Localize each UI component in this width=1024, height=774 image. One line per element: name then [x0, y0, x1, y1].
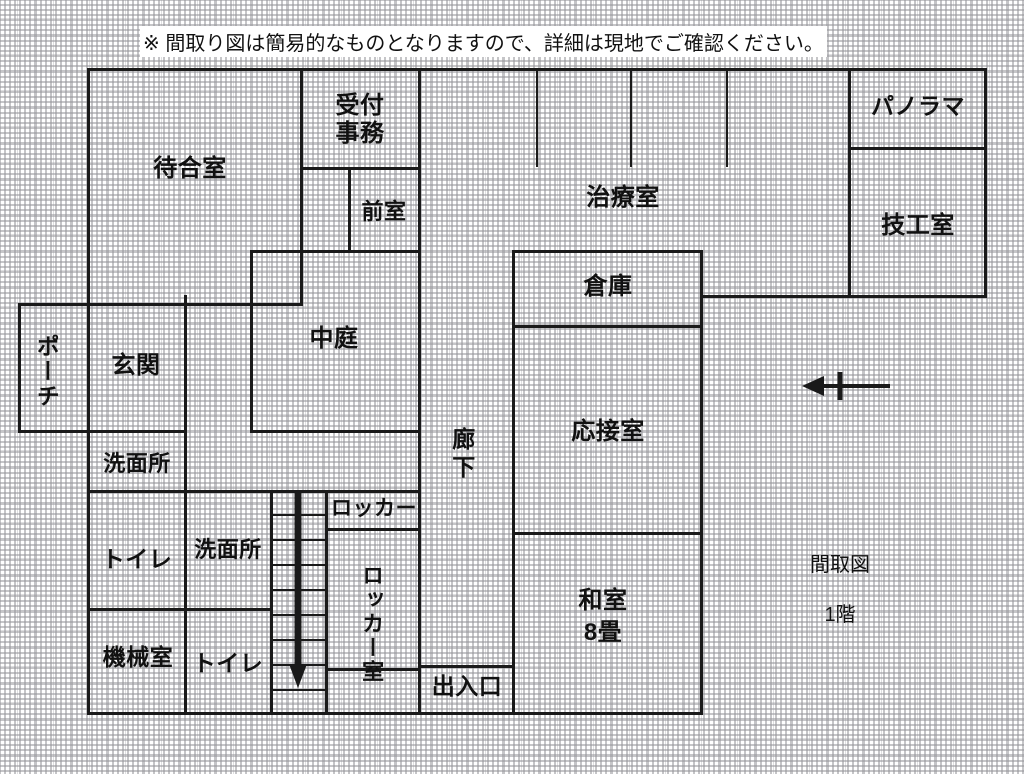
caption-floor: 1階 — [824, 604, 856, 626]
wall-right-outer — [984, 68, 987, 296]
wall-porch-bottom — [18, 430, 187, 433]
wall-entrance-right — [184, 295, 187, 433]
wall-lab-bottom — [700, 295, 987, 298]
room-label-machine-room: 機械室 — [102, 644, 174, 670]
room-label-washroom-1: 洗面所 — [103, 451, 171, 476]
wall-treatment-partition-3 — [726, 68, 728, 167]
wall-stairs-left — [270, 490, 273, 712]
wall-porch-left — [18, 303, 21, 433]
wall-anteroom-bottom — [250, 250, 420, 253]
room-label-panorama: パノラマ — [871, 93, 965, 119]
wall-locker-room-lower-left — [325, 668, 328, 714]
room-label-locker: ロッカー — [331, 497, 417, 520]
stairs-down-arrow-icon — [289, 492, 307, 688]
room-label-tatami: 和室 8畳 — [578, 587, 628, 647]
room-label-locker-room: ロッカー室 — [359, 564, 385, 684]
wall-anteroom-left — [348, 167, 351, 253]
wall-treatment-partition-2 — [630, 68, 632, 167]
wall-east-outer — [700, 250, 703, 715]
wall-left-waiting — [87, 68, 90, 306]
wall-left-lower — [87, 430, 90, 715]
wall-washroom1-right — [184, 430, 187, 492]
wall-bottom-left — [87, 712, 512, 715]
wall-toilet1-bottom — [87, 608, 184, 611]
wall-washroom2-bottom — [184, 608, 270, 611]
room-label-washroom-2: 洗面所 — [194, 537, 262, 562]
wall-exit-top — [418, 665, 515, 668]
wall-courtyard-left — [250, 250, 253, 433]
wall-washroom2-top — [184, 490, 270, 493]
room-label-entrance: 玄関 — [111, 352, 161, 379]
wall-treatment-partition-1 — [536, 68, 538, 167]
wall-courtyard-right — [418, 250, 421, 433]
wall-reception-right — [418, 68, 421, 250]
wall-washroom1-bottom — [87, 490, 184, 493]
room-label-corridor: 廊 下 — [452, 426, 476, 481]
wall-storage-top — [512, 250, 703, 253]
wall-toilet-right — [184, 490, 187, 712]
room-label-toilet-1: トイレ — [101, 546, 173, 572]
room-label-toilet-2: トイレ — [192, 650, 264, 676]
room-label-porch: ポーチ — [33, 333, 60, 409]
wall-lab-left — [848, 68, 851, 296]
wall-porch-right — [87, 303, 90, 433]
wall-locker-right — [418, 490, 421, 670]
wall-top-main — [87, 68, 984, 71]
disclaimer-note: ※ 間取り図は簡易的なものとなりますので、詳細は現地でご確認ください。 — [140, 26, 827, 57]
wall-locker-bottom — [325, 528, 420, 531]
room-label-storage: 倉庫 — [583, 273, 633, 300]
room-label-waiting: 待合室 — [153, 155, 227, 182]
wall-stairs-top — [270, 490, 420, 493]
stair-tread — [270, 689, 328, 691]
wall-corridor-right — [512, 250, 515, 715]
caption-title: 間取図 — [810, 554, 870, 576]
wall-waiting-bottom — [87, 303, 300, 306]
wall-stairs-right — [325, 490, 328, 712]
wall-bottom-right — [512, 712, 703, 715]
room-label-courtyard: 中庭 — [309, 325, 359, 352]
wall-waiting-right-lower — [300, 167, 303, 306]
room-label-dental-lab: 技工室 — [881, 212, 955, 239]
room-label-exit: 出入口 — [431, 673, 503, 699]
north-arrow-icon — [802, 372, 890, 400]
wall-reception-bottom — [300, 167, 420, 170]
wall-drawing-room-bottom — [512, 532, 703, 535]
room-label-drawing-room: 応接室 — [571, 418, 645, 445]
room-label-treatment: 治療室 — [586, 184, 660, 211]
wall-courtyard-bottom — [250, 430, 421, 433]
wall-panorama-bottom — [848, 147, 987, 150]
room-label-reception: 受付 事務 — [335, 92, 385, 147]
wall-reception-left — [300, 68, 303, 169]
wall-storage-bottom — [512, 325, 703, 328]
room-label-anteroom: 前室 — [361, 199, 407, 224]
wall-locker-room-bottom — [325, 668, 420, 671]
